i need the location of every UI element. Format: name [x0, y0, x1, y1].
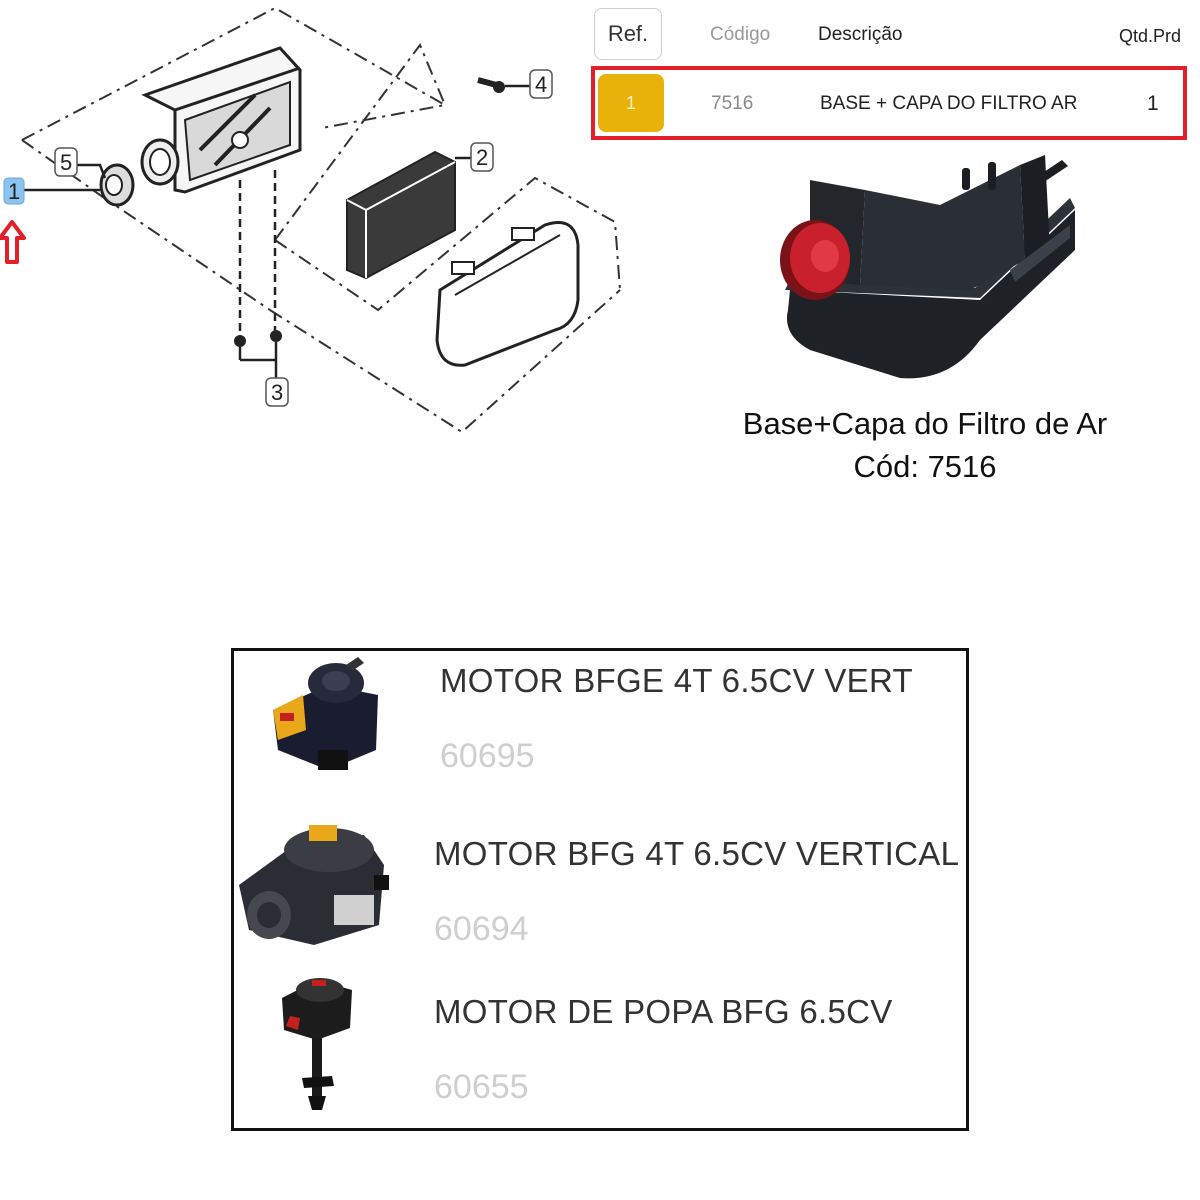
filter-cover-part: [435, 221, 580, 367]
arrow-up-icon: [0, 220, 26, 264]
motor-bfg-vertical-photo[interactable]: [234, 815, 394, 950]
callout-4[interactable]: 4: [535, 72, 547, 97]
ref-badge[interactable]: 1: [598, 74, 664, 132]
callout-5[interactable]: 5: [60, 150, 72, 175]
motor-bfge-vert-photo[interactable]: [258, 655, 388, 775]
ref-column-header[interactable]: Ref.: [594, 8, 662, 60]
exploded-parts-diagram: 1 5 2 4 3: [0, 6, 621, 434]
motor-2-name[interactable]: MOTOR BFG 4T 6.5CV VERTICAL: [434, 835, 960, 872]
qty-column-header[interactable]: Qtd.Prd: [1119, 26, 1182, 46]
part-quantity: 1: [1147, 92, 1159, 115]
screw-part: [477, 77, 505, 93]
part-code: 7516: [711, 93, 754, 114]
motor-1-name[interactable]: MOTOR BFGE 4T 6.5CV VERT: [440, 662, 913, 699]
motor-3-code: 60655: [434, 1068, 529, 1106]
product-code: Cód: 7516: [853, 449, 997, 484]
cap-part: [99, 163, 135, 207]
product-caption: Base+Capa do Filtro de Ar Cód: 7516: [700, 402, 1150, 488]
airbox-base-part: [140, 46, 302, 194]
description-column-header[interactable]: Descrição: [818, 24, 903, 45]
motor-3-name[interactable]: MOTOR DE POPA BFG 6.5CV: [434, 993, 893, 1030]
filter-element-part: [346, 150, 456, 280]
callout-3[interactable]: 3: [271, 380, 283, 405]
callout-1-highlight: [3, 177, 25, 205]
motor-popa-photo[interactable]: [272, 968, 362, 1113]
callout-1[interactable]: 1: [8, 179, 20, 204]
air-filter-base-photo: [780, 155, 1075, 379]
code-column-header[interactable]: Código: [710, 24, 771, 45]
part-description: BASE + CAPA DO FILTRO AR: [820, 93, 1078, 114]
motor-1-code: 60695: [440, 737, 535, 775]
selected-part-row[interactable]: [591, 66, 1187, 140]
callout-2[interactable]: 2: [476, 145, 488, 170]
product-title: Base+Capa do Filtro de Ar: [742, 406, 1108, 441]
motor-2-code: 60694: [434, 910, 529, 948]
